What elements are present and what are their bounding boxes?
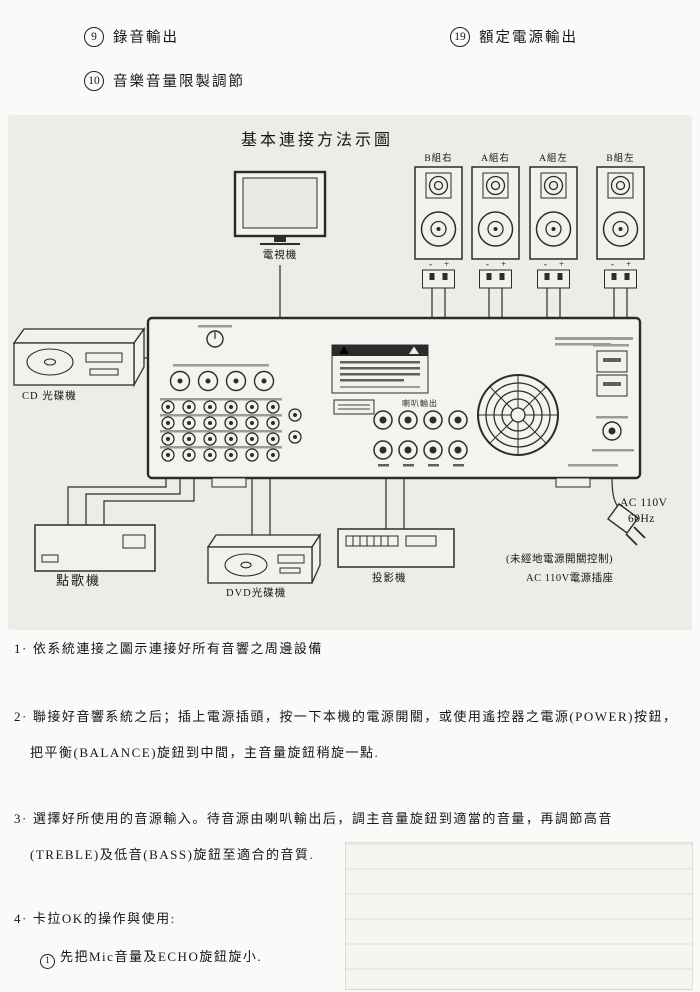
instruction-4-text: 卡拉OK的操作與使用: (32, 911, 176, 926)
circled-number-19: 19 (450, 26, 470, 47)
warning-triangle-icon (339, 346, 349, 354)
instruction-3-line-2: (TREBLE)及低音(BASS)旋鈕至適合的音質. (30, 844, 314, 863)
instruction-3-text-2: (TREBLE)及低音(BASS)旋鈕至適合的音質. (30, 847, 315, 862)
terminal-plus-label: + (501, 259, 506, 269)
karaoke-wires (67, 478, 195, 525)
fuse-holder (592, 416, 634, 452)
ac-voltage-label: AC 110V (620, 497, 668, 509)
terminal-minus-label: - (429, 259, 432, 269)
front-knob-row (169, 364, 275, 392)
instruction-2-line-1: 2· 聯接好音響系統之后；插上電源插頭，按一下本機的電源開關，或使用遙控器之電源(… (14, 706, 678, 725)
dvd-wires (251, 478, 271, 535)
rca-jack-grid (160, 398, 282, 462)
sub-instruction-1: 1 先把Mic音量及ECHO旋鈕旋小. (40, 946, 262, 969)
note-10-label: 音樂音量限製調節 (113, 74, 245, 90)
terminal-plus-label: + (559, 259, 564, 269)
speaker-wires-4 (613, 288, 628, 318)
dvd-disc-icon (224, 553, 268, 577)
speaker-wires-3 (546, 288, 561, 318)
instruction-3-text-1: 選擇好所使用的音源輸入。待音源由喇叭輸出后，調主音量旋鈕到適當的音量，再調節高音 (32, 811, 613, 826)
speaker-label-4: B組左 (606, 152, 634, 164)
connection-diagram-art: 基本連接方法示圖 B組右 A組右 A組左 B組左 - + - + - + - +… (12, 131, 668, 599)
circled-number-1: 1 (40, 953, 55, 969)
dvd-player (206, 532, 322, 584)
speaker-terminal-4 (604, 269, 637, 289)
speaker-terminal-1 (422, 269, 455, 289)
dvd-player-label: DVD光碟機 (226, 586, 286, 599)
note-9-label: 錄音輸出 (113, 30, 179, 46)
speaker-terminal-2 (479, 269, 512, 289)
amplifier-rear-panel (146, 316, 642, 488)
speaker-terminal-3 (537, 269, 570, 289)
terminal-minus-label: - (611, 259, 614, 269)
speaker-output-label: 喇叭輸出 (402, 398, 438, 408)
speaker-wires-1 (431, 288, 446, 318)
instruction-2-text-2: 把平衡(BALANCE)旋鈕到中間，主音量旋鈕稍旋一點. (30, 745, 380, 760)
karaoke-machine-label: 點歌機 (56, 573, 101, 588)
instruction-2-text-1: 聯接好音響系統之后；插上電源插頭，按一下本機的電源開關，或使用遙控器之電源(PO… (32, 709, 678, 724)
instruction-4: 4· 卡拉OK的操作與使用: (14, 908, 176, 927)
small-info-label (333, 399, 375, 415)
connection-wires (67, 265, 628, 535)
tv-label: 電視機 (263, 248, 298, 261)
instruction-1-text: 依系統連接之圖示連接好所有音響之周邊設備 (32, 641, 323, 656)
tv (233, 170, 327, 245)
power-note-2: AC 110V電源插座 (526, 571, 614, 584)
speaker-label-1: B組右 (424, 152, 452, 164)
note-19: 19 額定電源輸出 (450, 26, 578, 47)
speaker-label-3: A組左 (539, 152, 568, 164)
sub-instruction-1-text: 先把Mic音量及ECHO旋鈕旋小. (60, 949, 263, 964)
power-note-1: (未經地電源開關控制) (506, 552, 613, 565)
speaker-output-terminals (373, 410, 468, 467)
diagram-title: 基本連接方法示圖 (241, 131, 393, 149)
note-10: 10 音樂音量限製調節 (84, 70, 245, 91)
terminal-minus-label: - (486, 259, 489, 269)
plug-prongs-icon (625, 526, 646, 546)
instruction-1: 1· 依系統連接之圖示連接好所有音響之周邊設備 (14, 638, 323, 657)
cd-player-label: CD 光碟機 (22, 389, 77, 402)
voltage-selector (593, 344, 629, 397)
instruction-3-line-1: 3· 選擇好所使用的音源輸入。待音源由喇叭輸出后，調主音量旋鈕到適當的音量，再調節… (14, 808, 613, 827)
terminal-plus-label: + (626, 259, 631, 269)
cooling-fan (477, 374, 559, 456)
speaker-a-left (529, 166, 578, 260)
ac-frequency-label: 60Hz (628, 513, 655, 525)
instruction-4-marker: 4· (14, 911, 28, 926)
instruction-3-marker: 3· (14, 811, 28, 826)
terminal-minus-label: - (544, 259, 547, 269)
amp-microtext (555, 337, 633, 467)
projector-wires (385, 478, 405, 529)
speaker-a-right (471, 166, 520, 260)
amp-foot-right (555, 477, 591, 488)
balance-knob (198, 325, 232, 348)
instruction-1-marker: 1· (14, 641, 28, 656)
amp-foot-left (211, 477, 247, 488)
speaker-b-left (596, 166, 645, 260)
warning-triangle-icon (409, 346, 419, 354)
connection-diagram: 基本連接方法示圖 B組右 A組右 A組左 B組左 - + - + - + - +… (8, 115, 692, 630)
cd-player (12, 326, 146, 388)
speaker-wires-2 (488, 288, 503, 318)
instruction-2-marker: 2· (14, 709, 28, 724)
projector (337, 528, 455, 568)
note-19-label: 額定電源輸出 (479, 30, 578, 46)
projector-label: 投影機 (372, 571, 407, 584)
speaker-label-2: A組右 (481, 152, 510, 164)
karaoke-machine (34, 524, 156, 572)
instruction-2-line-2: 把平衡(BALANCE)旋鈕到中間，主音量旋鈕稍旋一點. (30, 742, 379, 761)
speaker-b-right (414, 166, 463, 260)
note-9: 9 錄音輸出 (84, 26, 179, 47)
terminal-plus-label: + (444, 259, 449, 269)
circled-number-9: 9 (84, 26, 104, 47)
ac-power-plug (607, 503, 646, 546)
warning-sticker (331, 344, 429, 394)
circled-number-10: 10 (84, 70, 104, 91)
cd-disc-icon (26, 348, 74, 376)
reverse-side-bleed-through (345, 842, 693, 990)
